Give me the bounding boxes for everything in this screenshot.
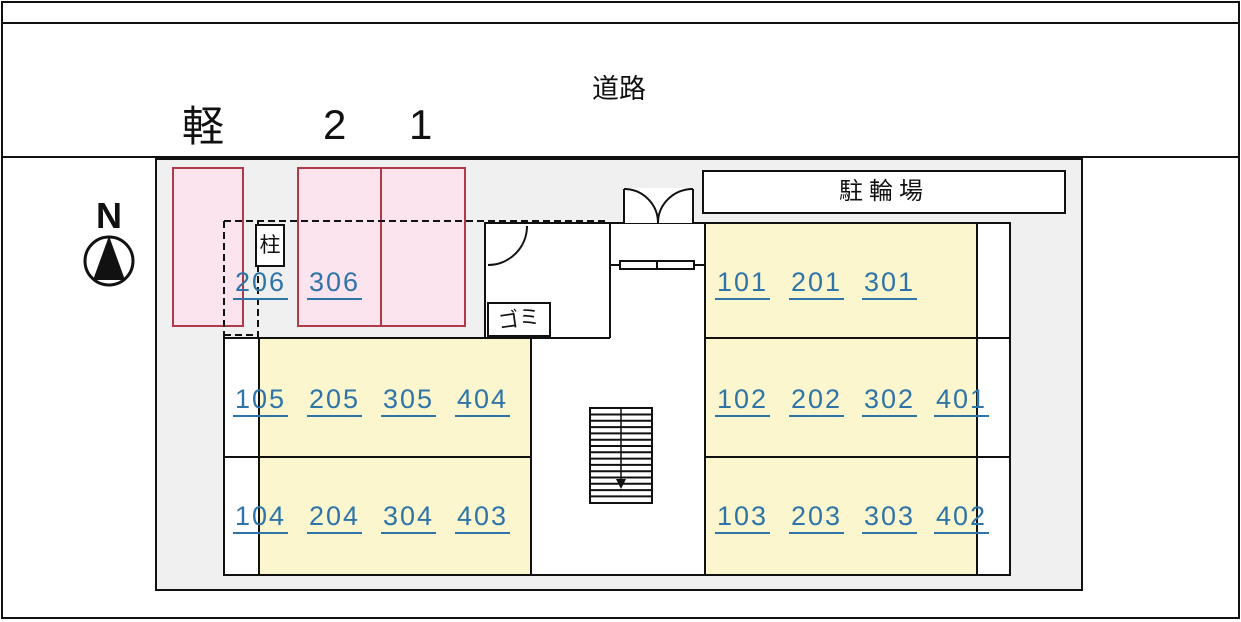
- sliding-door-icon: [610, 260, 705, 270]
- unit-402[interactable]: 402: [934, 503, 990, 534]
- unit-203[interactable]: 203: [789, 503, 845, 534]
- unit-403[interactable]: 403: [455, 503, 511, 534]
- unit-205[interactable]: 205: [307, 386, 363, 417]
- unit-105[interactable]: 105: [233, 386, 289, 417]
- trash-box: ゴミ: [487, 302, 551, 337]
- unit-201[interactable]: 201: [789, 269, 845, 300]
- parking-kei-label: 軽: [182, 103, 225, 150]
- east-room-block: [705, 223, 978, 575]
- unit-101[interactable]: 101: [715, 269, 771, 300]
- north-compass-icon: [83, 235, 135, 287]
- road-bottom-line: [1, 156, 1238, 158]
- unit-102[interactable]: 102: [715, 386, 771, 417]
- unit-401[interactable]: 401: [934, 386, 990, 417]
- unit-301[interactable]: 301: [862, 269, 918, 300]
- unit-305[interactable]: 305: [381, 386, 437, 417]
- unit-103[interactable]: 103: [715, 503, 771, 534]
- unit-306[interactable]: 306: [307, 269, 363, 300]
- bicycle-parking-box: 駐輪場: [702, 170, 1066, 214]
- bicycle-parking-label: 駐輪場: [839, 178, 929, 205]
- unit-104[interactable]: 104: [233, 503, 289, 534]
- entrance-doors-icon: [623, 188, 694, 224]
- east-corridor-strip: [977, 223, 1010, 575]
- trash-label: ゴミ: [496, 305, 542, 334]
- building-walls: [223, 222, 1011, 576]
- unit-206[interactable]: 206: [233, 269, 289, 300]
- unit-404[interactable]: 404: [455, 386, 511, 417]
- pillar-label: 柱: [259, 234, 281, 257]
- unit-202[interactable]: 202: [789, 386, 845, 417]
- top-band-line: [1, 22, 1238, 24]
- trash-door-icon: [487, 225, 528, 266]
- parking-2-label: 2: [323, 101, 347, 148]
- unit-304[interactable]: 304: [381, 503, 437, 534]
- unit-302[interactable]: 302: [862, 386, 918, 417]
- unit-204[interactable]: 204: [307, 503, 363, 534]
- unit-303[interactable]: 303: [862, 503, 918, 534]
- overhang-dashed-outline: [223, 220, 609, 337]
- road-label: 道路: [592, 74, 646, 104]
- parking-stall-kei: [172, 167, 244, 327]
- staircase-icon: [589, 407, 653, 504]
- compass-north-label: N: [96, 195, 122, 236]
- entrance-hall: [610, 223, 706, 338]
- parking-1-label: 1: [409, 101, 433, 148]
- pillar-box: 柱: [255, 224, 285, 267]
